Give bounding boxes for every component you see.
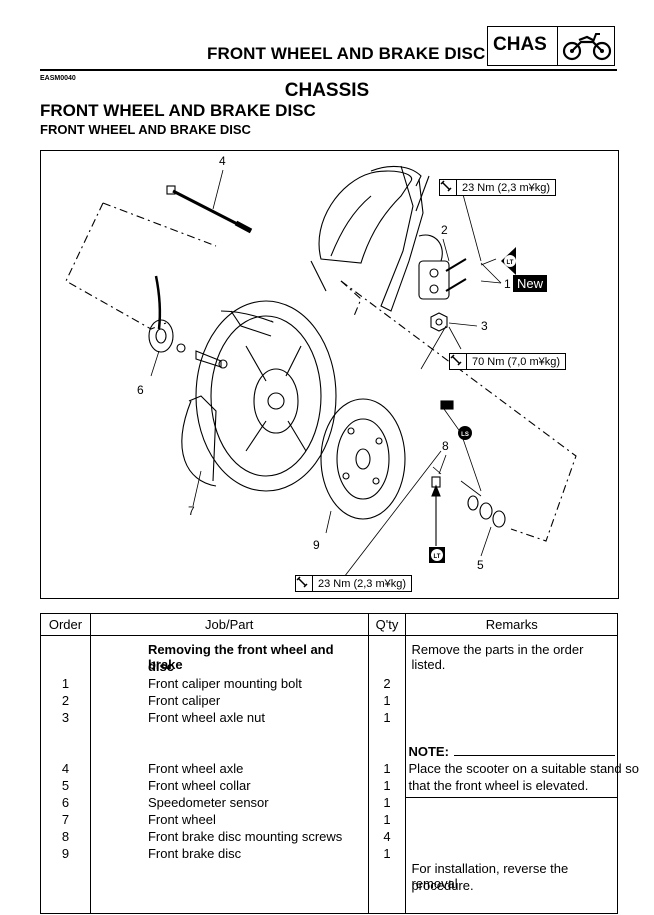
note-rule-top [454, 755, 615, 756]
disc-screw [431, 466, 442, 546]
remarks-intro: Remove the parts in the order listed. [411, 642, 584, 672]
part-cell: Front caliper [147, 693, 221, 708]
note-text-1: Place the scooter on a suitable stand so [408, 761, 639, 776]
front-fender [310, 170, 413, 292]
section-code: CHAS [493, 34, 547, 55]
header-title: FRONT WHEEL AND BRAKE DISC [207, 44, 486, 63]
table-body-row: 1 2 3 4 5 6 7 8 9 Removing the front whe… [40, 635, 639, 914]
speedometer-sensor [148, 275, 228, 369]
new-badge: New [513, 275, 548, 292]
part-cell: Front wheel [147, 812, 216, 827]
callout-2: 2 [441, 223, 448, 237]
qty-cell: 4 [383, 829, 391, 844]
torque-spec-caliper: 23 Nm (2,3 m¥kg) [439, 179, 557, 196]
order-cell: 5 [61, 778, 70, 793]
part-cell: Front wheel axle [147, 761, 244, 776]
order-column: 1 2 3 4 5 6 7 8 9 [40, 635, 91, 914]
callout-3: 3 [481, 319, 488, 333]
torque-value: 23 Nm (2,3 m¥kg) [462, 181, 551, 194]
svg-text:LT: LT [434, 554, 441, 560]
install-note-2: procedure. [411, 878, 474, 893]
order-cell: 1 [61, 676, 70, 691]
wrench-icon [296, 576, 313, 591]
torque-spec-axle-nut: 70 Nm (7,0 m¥kg) [449, 353, 567, 370]
note-label: NOTE: [408, 744, 449, 759]
order-cell: 6 [61, 795, 70, 810]
torque-value: 70 Nm (7,0 m¥kg) [472, 355, 561, 368]
header-qty: Q'ty [367, 613, 407, 636]
assembly-outline [65, 202, 167, 330]
lt-badge-top: LT [501, 247, 516, 275]
callout-8: 8 [442, 439, 449, 453]
callout-1: 1 [504, 277, 511, 291]
callout-4: 4 [219, 154, 226, 168]
order-cell: 3 [61, 710, 70, 725]
part-cell: Speedometer sensor [147, 795, 269, 810]
remarks-column: Remove the parts in the order listed. NO… [405, 635, 639, 914]
qty-column: 2 1 1 1 1 1 1 4 1 [367, 635, 407, 914]
part-cell: Front caliper mounting bolt [147, 676, 302, 691]
svg-text:LT: LT [507, 260, 514, 266]
order-cell: 4 [61, 761, 70, 776]
qty-cell: 1 [383, 693, 391, 708]
assembly-outline-4 [340, 280, 362, 317]
part-cell: Front wheel collar [147, 778, 251, 793]
subsection-title: FRONT WHEEL AND BRAKE DISC [40, 122, 251, 137]
front-wheel-axle-nut [430, 312, 448, 332]
assembly-outline-3 [340, 280, 577, 542]
section-tab [487, 26, 615, 66]
diagram-drawing: LT LT LS [65, 165, 577, 582]
qty-cell: 1 [383, 778, 391, 793]
callout-9: 9 [313, 538, 320, 552]
note-text-2: that the front wheel is elevated. [408, 778, 589, 793]
doc-code: EASM0040 [40, 75, 76, 82]
ls-badge: LS [458, 426, 472, 440]
qty-cell: 2 [383, 676, 391, 691]
front-wheel-collar [467, 495, 506, 528]
header-remarks: Remarks [405, 613, 618, 636]
order-cell: 8 [61, 829, 70, 844]
part-cell: Front wheel axle nut [147, 710, 266, 725]
header-order: Order [40, 613, 91, 636]
front-wheel-drawing [181, 300, 337, 492]
part-cell: Front brake disc [147, 846, 242, 861]
qty-cell: 1 [383, 812, 391, 827]
section-title: FRONT WHEEL AND BRAKE DISC [40, 101, 316, 120]
wrench-icon [450, 354, 467, 369]
callout-5: 5 [477, 558, 484, 572]
main-title: CHASSIS [284, 80, 370, 101]
qty-cell: 1 [383, 710, 391, 725]
qty-cell: 1 [383, 846, 391, 861]
order-cell: 2 [61, 693, 70, 708]
exploded-diagram: LT LT LS 4 2 1 3 6 8 7 9 5 New 23 Nm (2,… [40, 150, 619, 599]
qty-cell: 1 [383, 761, 391, 776]
section-tab-divider [557, 26, 558, 66]
torque-value: 23 Nm (2,3 m¥kg) [318, 577, 407, 590]
svg-text:LS: LS [461, 432, 469, 438]
callout-7: 7 [188, 504, 195, 518]
assembly-outline-2 [102, 202, 217, 247]
front-fork [370, 165, 443, 312]
install-note-1: For installation, reverse the removal [411, 861, 569, 891]
group-title-cont: disc [147, 659, 174, 674]
front-wheel-axle [166, 185, 253, 234]
header-job-part: Job/Part [89, 613, 369, 636]
lt-badge-bottom: LT [429, 547, 445, 563]
brake-disc-drawing [320, 398, 406, 520]
callout-6: 6 [137, 383, 144, 397]
torque-spec-disc-screw: 23 Nm (2,3 m¥kg) [295, 575, 413, 592]
qty-cell: 1 [383, 795, 391, 810]
job-part-column: Removing the front wheel and brake disc … [89, 635, 369, 914]
motorcycle-icon [562, 33, 612, 61]
parts-table: Order Job/Part Q'ty Remarks 1 2 3 4 5 6 … [40, 613, 639, 914]
group-title: Removing the front wheel and brake [147, 642, 334, 672]
note-rule-bottom [406, 797, 617, 798]
wrench-icon [440, 180, 457, 195]
header-rule [40, 69, 617, 71]
part-cell: Front brake disc mounting screws [147, 829, 343, 844]
table-header-row: Order Job/Part Q'ty Remarks [40, 613, 618, 636]
order-cell: 7 [61, 812, 70, 827]
order-cell: 9 [61, 846, 70, 861]
front-caliper [418, 258, 467, 300]
